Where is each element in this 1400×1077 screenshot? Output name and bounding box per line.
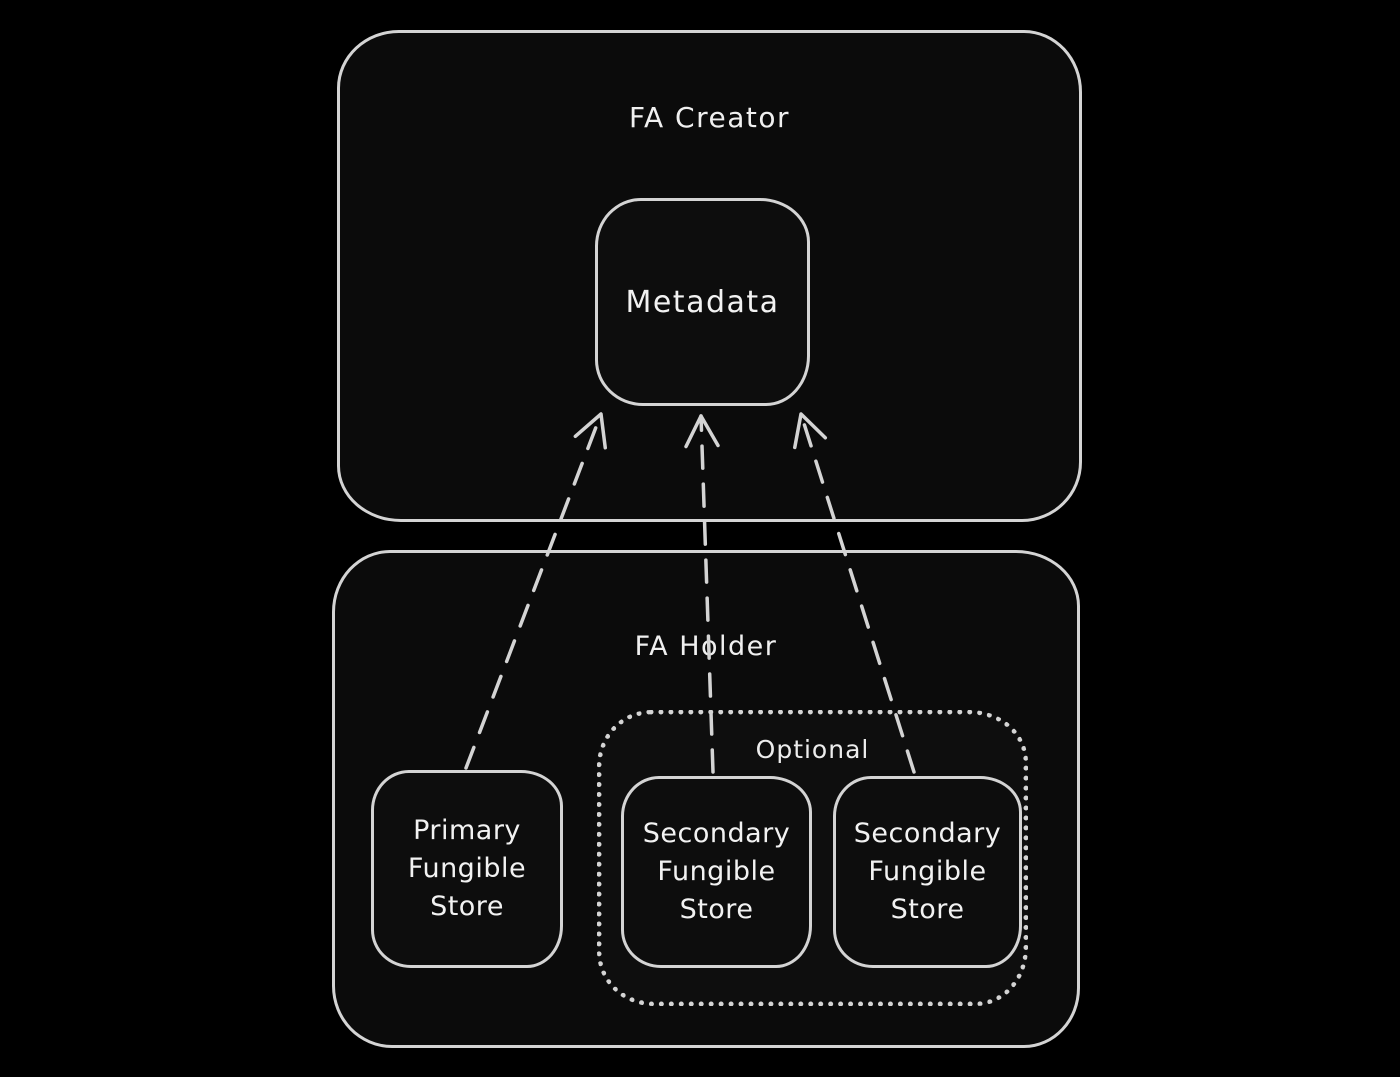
secondary-fungible-store-2-label: Secondary Fungible Store [853,818,1002,925]
fa-creator-label: FA Creator [628,101,791,134]
secondary-fungible-store-node-1: Secondary Fungible Store [621,776,812,968]
primary-fungible-store-label: Primary Fungible Store [407,815,527,922]
secondary-fungible-store-node-2: Secondary Fungible Store [833,776,1022,968]
optional-group-label: Optional [755,735,870,764]
metadata-label: Metadata [625,284,780,320]
primary-fungible-store-node: Primary Fungible Store [371,770,563,968]
fa-holder-label: FA Holder [634,631,778,662]
metadata-node: Metadata [595,198,810,406]
secondary-fungible-store-1-label: Secondary Fungible Store [642,818,791,925]
